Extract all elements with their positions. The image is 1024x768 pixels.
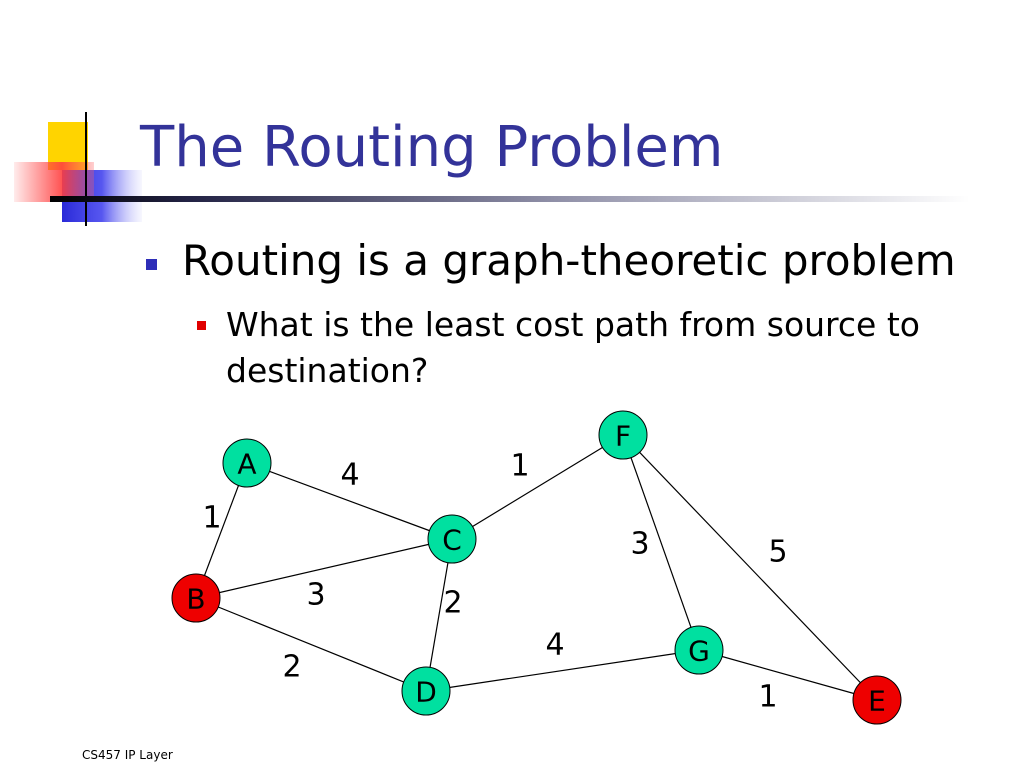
edge-G-E [698,649,878,701]
bullet-text-level1: Routing is a graph-theoretic problem [182,236,956,285]
node-label-C: C [442,524,462,557]
node-A [222,438,272,488]
bullet-marker-level1 [146,259,157,270]
node-E [852,675,902,725]
node-D [401,666,451,716]
slide-title: The Routing Problem [140,115,724,180]
edge-D-G [425,649,700,692]
edge-cost-D-G: 4 [545,628,564,663]
title-underline [50,196,970,202]
edge-cost-C-F: 1 [510,449,529,484]
bullet-marker-level2 [197,321,206,330]
edge-cost-G-E: 1 [758,680,777,715]
node-F [598,410,648,460]
edge-cost-B-C: 3 [306,578,325,613]
edge-cost-C-D: 2 [443,586,462,621]
red-block [14,162,94,202]
node-label-A: A [237,448,256,481]
edge-A-C [246,462,453,540]
edge-B-D [195,597,427,692]
node-C [427,514,477,564]
edge-cost-A-C: 4 [340,458,359,493]
node-G [674,625,724,675]
edge-F-E [622,434,878,701]
edge-F-G [622,434,700,651]
edge-C-D [425,538,453,692]
node-label-D: D [415,676,437,709]
node-label-F: F [615,420,631,453]
bullet-text-level2: What is the least cost path from source … [226,305,920,390]
edge-B-C [195,538,453,599]
edge-cost-A-B: 1 [202,501,221,536]
node-label-G: G [688,635,710,668]
node-B [171,573,221,623]
node-label-B: B [186,583,205,616]
footer-text: CS457 IP Layer [82,748,173,762]
edge-cost-B-D: 2 [282,650,301,685]
node-label-E: E [868,685,886,718]
edge-cost-F-E: 5 [768,535,787,570]
edge-C-F [451,434,624,540]
edge-cost-F-G: 3 [630,527,649,562]
